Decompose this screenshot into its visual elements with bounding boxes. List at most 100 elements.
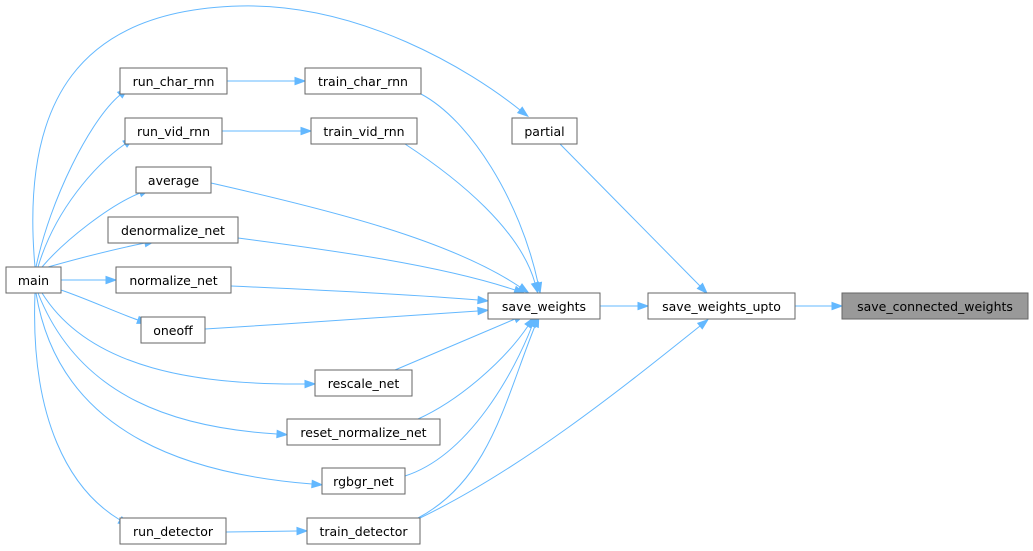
edge-denormalize-net-to-save-weights [237, 237, 526, 294]
edge-line [419, 325, 701, 519]
edge-arrowhead [300, 126, 313, 136]
node-main[interactable]: main [5, 266, 62, 294]
edge-arrowhead [105, 275, 118, 285]
node-label: save_connected_weights [857, 299, 1013, 314]
edge-line [417, 325, 529, 420]
edge-arrowhead [311, 479, 324, 489]
node-label: run_char_rnn [133, 74, 215, 89]
node-label: save_weights [502, 299, 586, 314]
edge-arrowhead [477, 295, 490, 305]
edge-arrowhead [516, 106, 529, 118]
edge-line [32, 5, 521, 268]
edge-line [41, 192, 141, 268]
edge-save-weights-upto-to-save-connected-weights [795, 301, 844, 311]
edge-arrowhead [637, 301, 650, 311]
edge-arrowhead [477, 306, 490, 316]
node-label: normalize_net [129, 273, 217, 288]
node-label: average [148, 173, 199, 188]
node-run-detector[interactable]: run_detector [119, 517, 227, 545]
node-reset-normalize-net[interactable]: reset_normalize_net [286, 418, 441, 446]
edge-arrowhead [831, 301, 844, 311]
node-label: rescale_net [328, 376, 400, 391]
edge-main-to-rescale-net [41, 292, 317, 389]
edge-run-detector-to-train-detector [225, 526, 309, 536]
edge-line [37, 143, 126, 268]
edge-line [225, 530, 298, 533]
node-denormalize-net[interactable]: denormalize_net [107, 216, 239, 244]
edge-train-detector-to-save-weights-upto [419, 318, 709, 519]
edge-line [394, 318, 516, 371]
edge-line [35, 292, 313, 485]
node-rescale-net[interactable]: rescale_net [314, 369, 413, 397]
edge-arrowhead [296, 526, 309, 536]
node-label: oneoff [153, 323, 193, 338]
node-train-vid-rnn[interactable]: train_vid_rnn [310, 117, 418, 145]
edge-partial-to-save-weights-upto [559, 143, 709, 295]
edge-line [60, 289, 139, 321]
edge-arrowhead [530, 281, 540, 295]
node-label: train_vid_rnn [323, 124, 404, 139]
node-oneoff[interactable]: oneoff [140, 316, 206, 344]
node-label: run_detector [133, 524, 214, 539]
edge-line [35, 94, 121, 268]
node-label: partial [524, 124, 564, 139]
edge-line [210, 182, 521, 288]
edge-line [420, 93, 539, 284]
node-label: denormalize_net [121, 223, 225, 238]
edge-line [204, 310, 479, 330]
edge-main-to-run-detector [34, 292, 130, 526]
edge-line [34, 292, 121, 521]
node-average[interactable]: average [135, 166, 212, 194]
edge-normalize-net-to-save-weights [230, 285, 490, 305]
edge-rescale-net-to-save-weights [394, 314, 526, 371]
node-rgbgr-net[interactable]: rgbgr_net [321, 467, 406, 495]
edge-reset-normalize-net-to-save-weights [417, 316, 535, 420]
node-label: train_char_rnn [318, 74, 408, 89]
node-label: reset_normalize_net [300, 425, 426, 440]
edge-arrowhead [276, 429, 289, 439]
edge-main-to-rgbgr-net [35, 292, 324, 489]
node-label: train_detector [319, 524, 408, 539]
edge-main-to-oneoff [60, 289, 149, 324]
edge-line [41, 292, 306, 385]
node-label: rgbgr_net [333, 474, 394, 489]
edge-oneoff-to-save-weights [204, 306, 490, 330]
edge-arrowhead [304, 379, 317, 389]
node-label: main [18, 273, 49, 288]
edge-run-char-rnn-to-train-char-rnn [227, 76, 307, 86]
edge-arrowhead [696, 282, 709, 295]
node-train-detector[interactable]: train_detector [306, 517, 421, 545]
edge-line [37, 292, 278, 435]
node-partial[interactable]: partial [511, 117, 578, 145]
edge-average-to-save-weights [210, 182, 530, 294]
node-save-weights[interactable]: save_weights [487, 292, 601, 320]
edge-line [47, 242, 146, 268]
node-normalize-net[interactable]: normalize_net [115, 266, 232, 294]
edge-arrowhead [294, 76, 307, 86]
edge-run-vid-rnn-to-train-vid-rnn [222, 126, 313, 136]
edge-line [559, 143, 701, 287]
node-run-vid-rnn[interactable]: run_vid_rnn [124, 117, 223, 145]
edges-layer [32, 5, 844, 536]
node-save-connected-weights[interactable]: save_connected_weights [841, 292, 1029, 320]
node-run-char-rnn[interactable]: run_char_rnn [119, 67, 228, 95]
edge-main-to-run-vid-rnn [37, 137, 135, 268]
node-save-weights-upto[interactable]: save_weights_upto [647, 292, 796, 320]
edge-save-weights-to-save-weights-upto [600, 301, 650, 311]
edge-train-vid-rnn-to-save-weights [404, 143, 540, 295]
edge-main-to-denormalize-net [47, 238, 157, 268]
node-train-char-rnn[interactable]: train_char_rnn [304, 67, 422, 95]
node-label: save_weights_upto [662, 299, 781, 314]
edge-main-to-reset-normalize-net [37, 292, 289, 439]
edge-line [230, 285, 479, 301]
node-label: run_vid_rnn [137, 124, 210, 139]
edge-rgbgr-net-to-save-weights [404, 315, 537, 477]
edge-main-to-partial [32, 5, 529, 268]
edge-line [404, 325, 533, 477]
edge-arrowhead [696, 318, 709, 330]
edge-line [417, 325, 536, 519]
edge-line [237, 237, 516, 291]
edge-train-detector-to-save-weights [417, 315, 540, 519]
edge-main-to-normalize-net [61, 275, 118, 285]
